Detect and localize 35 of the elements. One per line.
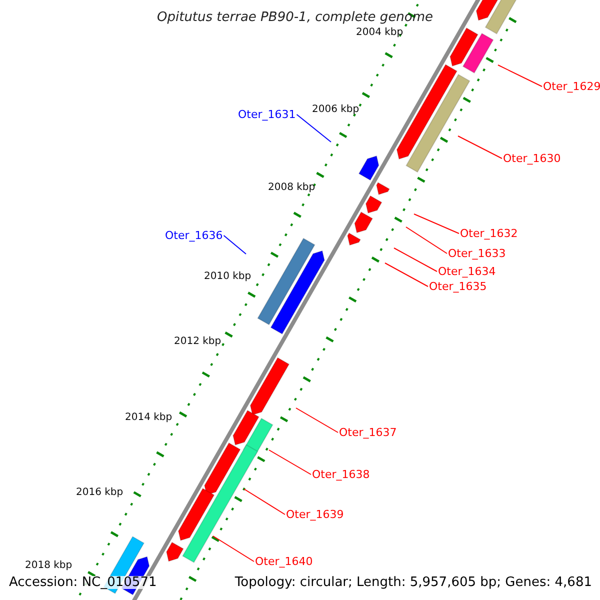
gene-label: Oter_1630	[503, 153, 561, 164]
leader-line	[394, 248, 438, 272]
leader-line	[384, 262, 428, 287]
leader-line	[223, 235, 246, 254]
leader-line	[296, 408, 338, 433]
scale-label: 2018 kbp	[25, 561, 72, 571]
gene-label: Oter_1633	[448, 248, 506, 259]
scale-label: 2012 kbp	[174, 337, 222, 347]
gene-label: Oter_1638	[312, 469, 370, 480]
scale-label: 2010 kbp	[204, 272, 252, 282]
gene-label: Oter_1629	[543, 81, 600, 92]
accession-text: Accession: NC_010571	[9, 576, 157, 589]
scale-label: 2014 kbp	[125, 413, 172, 423]
gene-label: Oter_1631	[238, 109, 296, 120]
gene-label: Oter_1637	[339, 427, 397, 438]
scale-label: 2004 kbp	[356, 28, 404, 38]
gene-label: Oter_1635	[429, 281, 487, 292]
leader-line	[212, 536, 254, 562]
leader-line	[268, 450, 312, 475]
scale-label: 2016 kbp	[76, 488, 124, 498]
gene-label: Oter_1639	[286, 509, 344, 520]
leader-line	[244, 488, 286, 515]
leader-line	[414, 214, 460, 234]
gene-label: Oter_1640	[255, 556, 313, 567]
leader-line	[458, 136, 502, 159]
genome-info-text: Topology: circular; Length: 5,957,605 bp; Genes: 4,681	[234, 576, 592, 589]
scale-label: 2008 kbp	[268, 183, 316, 193]
leader-line	[296, 114, 332, 142]
gene-label: Oter_1632	[460, 228, 518, 239]
title: Opitutus terrae PB90-1, complete genome	[157, 11, 434, 24]
gene-label: Oter_1634	[438, 266, 496, 277]
gene-label: Oter_1636	[165, 230, 223, 241]
leader-line	[406, 226, 448, 254]
scale-label: 2006 kbp	[312, 105, 360, 115]
leader-line	[498, 64, 542, 87]
